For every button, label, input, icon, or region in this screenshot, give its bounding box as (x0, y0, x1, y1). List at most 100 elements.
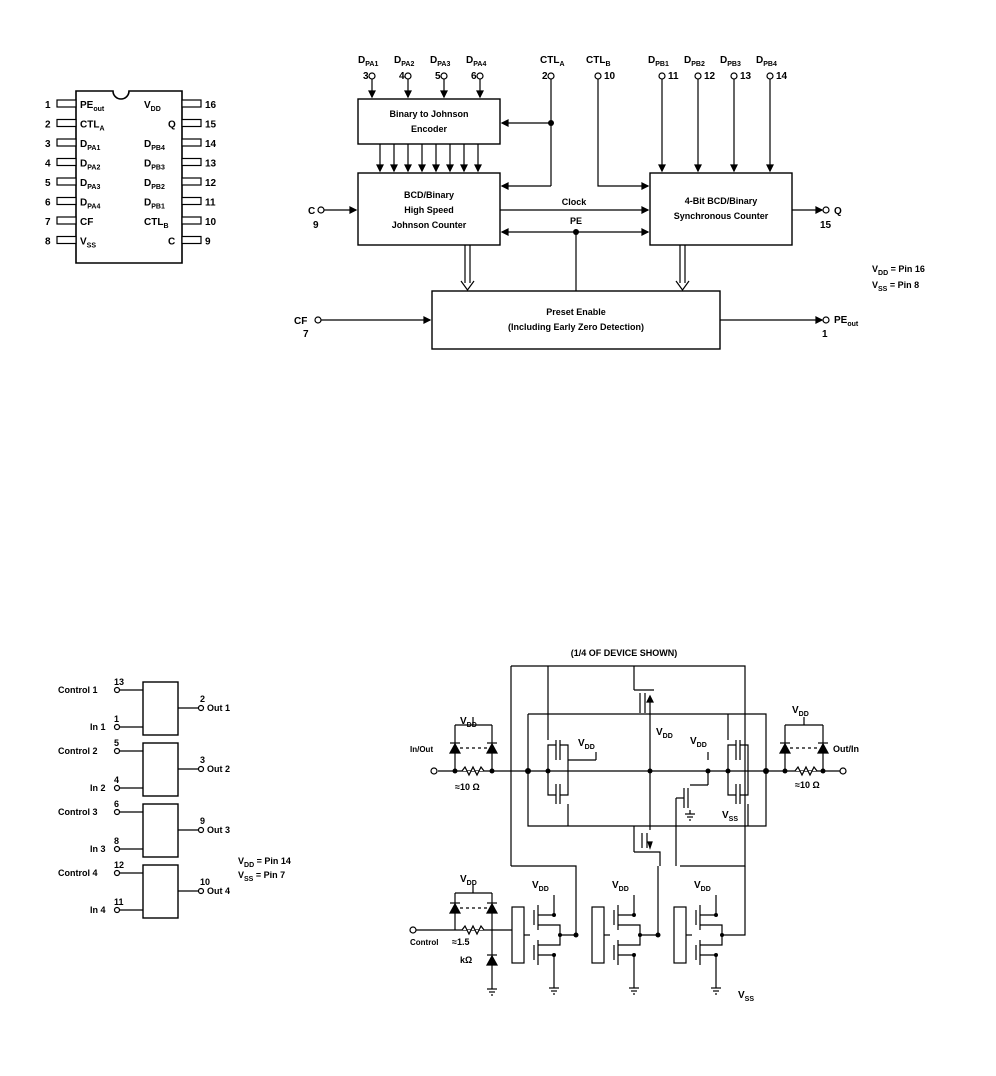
input-pb3-label: DPB3 (720, 55, 741, 68)
pe-label: PE (570, 216, 582, 226)
pin-7-label: CF (80, 217, 93, 228)
input-pa4-pin (476, 72, 484, 80)
cf-input-pin (314, 316, 322, 324)
preset-label-1: Preset Enable (546, 307, 606, 317)
switch-in-3-pin: 8 (114, 836, 119, 846)
pin-15-lead (181, 118, 202, 128)
pin-2-number: 2 (45, 120, 51, 131)
top-center-transistor (633, 666, 654, 771)
control-vdd-label: VDD (460, 874, 477, 887)
pin-10-number: 10 (205, 217, 217, 228)
switch-vss-note: VSS = Pin 7 (238, 870, 285, 883)
mid-vdd-label-1: VDD (578, 738, 595, 751)
clock-label: Clock (562, 197, 588, 207)
switch-in-2-label: In 2 (90, 783, 106, 793)
input-pb2-label: DPB2 (684, 55, 705, 68)
ctl-a-pin (547, 72, 555, 80)
right-resistor-label: ≈10 Ω (795, 780, 820, 790)
pin-7-lead (56, 216, 77, 225)
input-pa2-label: DPA2 (394, 55, 414, 68)
pin-5-lead (56, 177, 77, 186)
pin-2-label: CTLA (80, 120, 105, 133)
bottom-center-transistor (633, 771, 661, 866)
pin-16-lead (181, 99, 202, 108)
switch-in-3-label: In 3 (90, 844, 106, 854)
switch-in-4-label: In 4 (90, 905, 106, 915)
pin-15-number: 15 (205, 120, 217, 131)
pin-7-number: 7 (45, 217, 51, 228)
input-pb1-label: DPB1 (648, 55, 669, 68)
input-pa4-pin-number: 6 (471, 71, 477, 82)
control-kohm-label: kΩ (460, 955, 472, 965)
top-vdd-label: VDD (656, 727, 673, 740)
control-resistor-label: ≈1.5 (452, 937, 469, 947)
inner-rail-loop (527, 713, 767, 827)
pin-10-label: CTLB (144, 217, 169, 230)
switch-in-2-pin: 4 (114, 775, 119, 785)
peout-pin (822, 316, 830, 324)
cf-input-pin-number: 7 (303, 329, 309, 340)
pin-16-number: 16 (205, 100, 217, 111)
switch-out-2-label: Out 2 (207, 764, 230, 774)
c-input-label: C (308, 206, 315, 217)
pin-1-label: PEout (80, 100, 105, 113)
input-pa3-pin (440, 72, 448, 80)
input-pb2-pin (694, 72, 702, 80)
ctl-a-label: CTLA (540, 55, 565, 68)
inverter-stage-3: VDD (673, 880, 740, 995)
pin-9-label: C (168, 237, 175, 248)
pin-1-number: 1 (45, 100, 51, 111)
pin-13-number: 13 (205, 159, 217, 170)
left-protection-diodes (448, 717, 499, 771)
switch-out-4-pin: 10 (200, 877, 210, 887)
switch-control-1-label: Control 1 (58, 685, 98, 695)
q-output-pin (822, 206, 830, 214)
input-pa3-pin-number: 5 (435, 71, 441, 82)
right-resistor (794, 765, 818, 777)
pin-14-number: 14 (205, 139, 217, 150)
outer-rail-loop (511, 665, 746, 867)
ctl-b-pin-number: 10 (604, 71, 616, 82)
pin-10-lead (181, 216, 202, 225)
switch-out-3-label: Out 3 (207, 825, 230, 835)
block-vss-note: VSS = Pin 8 (872, 280, 919, 293)
ctl-b-wire (597, 79, 648, 187)
ctl-a-junction (548, 120, 554, 126)
pin-8-number: 8 (45, 237, 51, 248)
input-pa1-pin-number: 3 (363, 71, 369, 82)
pin-6-lead (56, 196, 77, 206)
pin-9-number: 9 (205, 237, 211, 248)
inverter-stage-2: VDD (591, 880, 658, 995)
control-label: Control (410, 938, 438, 947)
switch-control-4-label: Control 4 (58, 868, 98, 878)
control-terminal (409, 926, 417, 934)
switch-control-2-label: Control 2 (58, 746, 98, 756)
johnson-label-3: Johnson Counter (392, 220, 467, 230)
block-vdd-note: VDD = Pin 16 (872, 264, 925, 277)
johnson-label-2: High Speed (404, 205, 454, 215)
johnson-counter-box (357, 172, 501, 246)
switch-control-3-label: Control 3 (58, 807, 98, 817)
encoder-output-arrows (390, 144, 482, 173)
bottom-vss-label: VSS (738, 990, 754, 1003)
pin-13-lead (181, 157, 202, 167)
switch-gate-3-box (142, 803, 179, 858)
pin-1-lead (56, 99, 77, 108)
switch-out-1-pin: 2 (200, 694, 205, 704)
q-output-label: Q (834, 206, 842, 217)
ctl-a-pin-number: 2 (542, 71, 548, 82)
ctl-b-label: CTLB (586, 55, 611, 68)
input-pb3-pin (730, 72, 738, 80)
input-pb4-pin (766, 72, 774, 80)
pin-6-label: DPA4 (80, 198, 100, 211)
pin-8-lead (56, 235, 77, 245)
outer-rail-bottom-left (511, 865, 577, 935)
encoder-label-1: Binary to Johnson (389, 109, 468, 119)
